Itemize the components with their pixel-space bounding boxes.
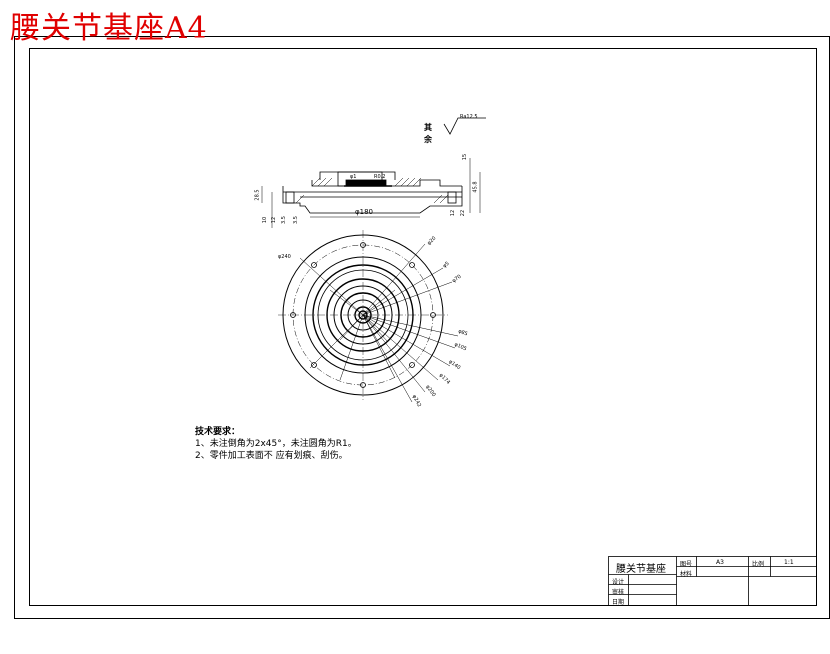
roughness-value: Ra12.5	[460, 114, 478, 120]
title-block-label: 设计	[612, 579, 625, 586]
plan-dim: φ240	[278, 254, 291, 260]
section-dim: 3.5	[292, 216, 299, 224]
section-dim: 15	[462, 153, 469, 161]
tech-requirement-item: 1、未注倒角为2x45°，未注圆角为R1。	[195, 439, 357, 449]
section-dim: 22	[460, 209, 467, 217]
section-dim: 12	[271, 216, 278, 224]
title-block-label: 日期	[612, 599, 625, 606]
roughness-symbol	[443, 117, 486, 135]
title-block-value: 1:1	[784, 559, 794, 566]
title-block-part-name: 腰关节基座	[616, 564, 666, 575]
inner-frame	[29, 48, 817, 606]
section-dim: 3.5	[280, 216, 287, 224]
title-block-label: 材料	[680, 571, 693, 578]
tech-requirement-item: 2、零件加工表面不 应有划痕、刮伤。	[195, 451, 348, 461]
section-dim: φ180	[355, 208, 373, 216]
section-dim: 12	[450, 209, 457, 217]
outer-frame	[14, 36, 830, 619]
section-view	[261, 158, 481, 228]
section-dim: φ1	[350, 174, 357, 180]
title-block-value: A3	[716, 559, 724, 566]
title-block-label: 比例	[752, 561, 765, 568]
section-dim: 45.8	[472, 181, 479, 193]
section-dim: R0.2	[374, 174, 386, 180]
section-dim: 28.5	[254, 189, 261, 201]
surface-note-label: 其余	[424, 123, 432, 144]
title-block-label: 图号	[680, 561, 693, 568]
title-block-lines	[608, 556, 817, 606]
drawing-title-banner: 腰关节基座A4	[10, 11, 208, 46]
title-block-label: 审核	[612, 589, 625, 596]
plan-view	[278, 230, 459, 403]
tech-requirements-title: 技术要求：	[195, 427, 241, 437]
section-dim: 10	[262, 216, 269, 224]
